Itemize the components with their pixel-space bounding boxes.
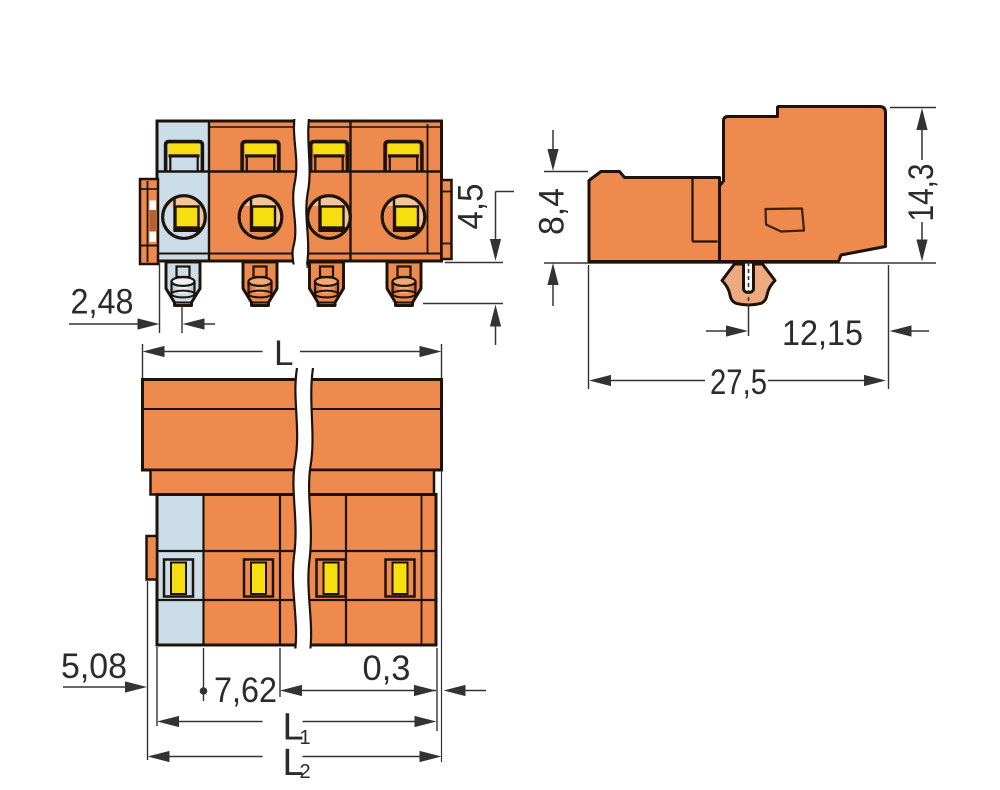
svg-text:5,08: 5,08 <box>61 647 127 686</box>
svg-text:0,3: 0,3 <box>363 649 411 688</box>
svg-text:14,3: 14,3 <box>902 164 941 222</box>
svg-text:2,48: 2,48 <box>71 283 134 322</box>
svg-text:2: 2 <box>300 761 311 783</box>
svg-text:12,15: 12,15 <box>782 314 863 353</box>
svg-text:27,5: 27,5 <box>710 363 767 402</box>
svg-text:7,62: 7,62 <box>214 671 277 710</box>
svg-text:L: L <box>283 742 304 784</box>
svg-text:1: 1 <box>300 727 311 749</box>
svg-text:L: L <box>283 707 304 749</box>
svg-text:4,5: 4,5 <box>452 184 491 230</box>
svg-text:L: L <box>274 334 293 373</box>
svg-text:8,4: 8,4 <box>533 188 572 235</box>
